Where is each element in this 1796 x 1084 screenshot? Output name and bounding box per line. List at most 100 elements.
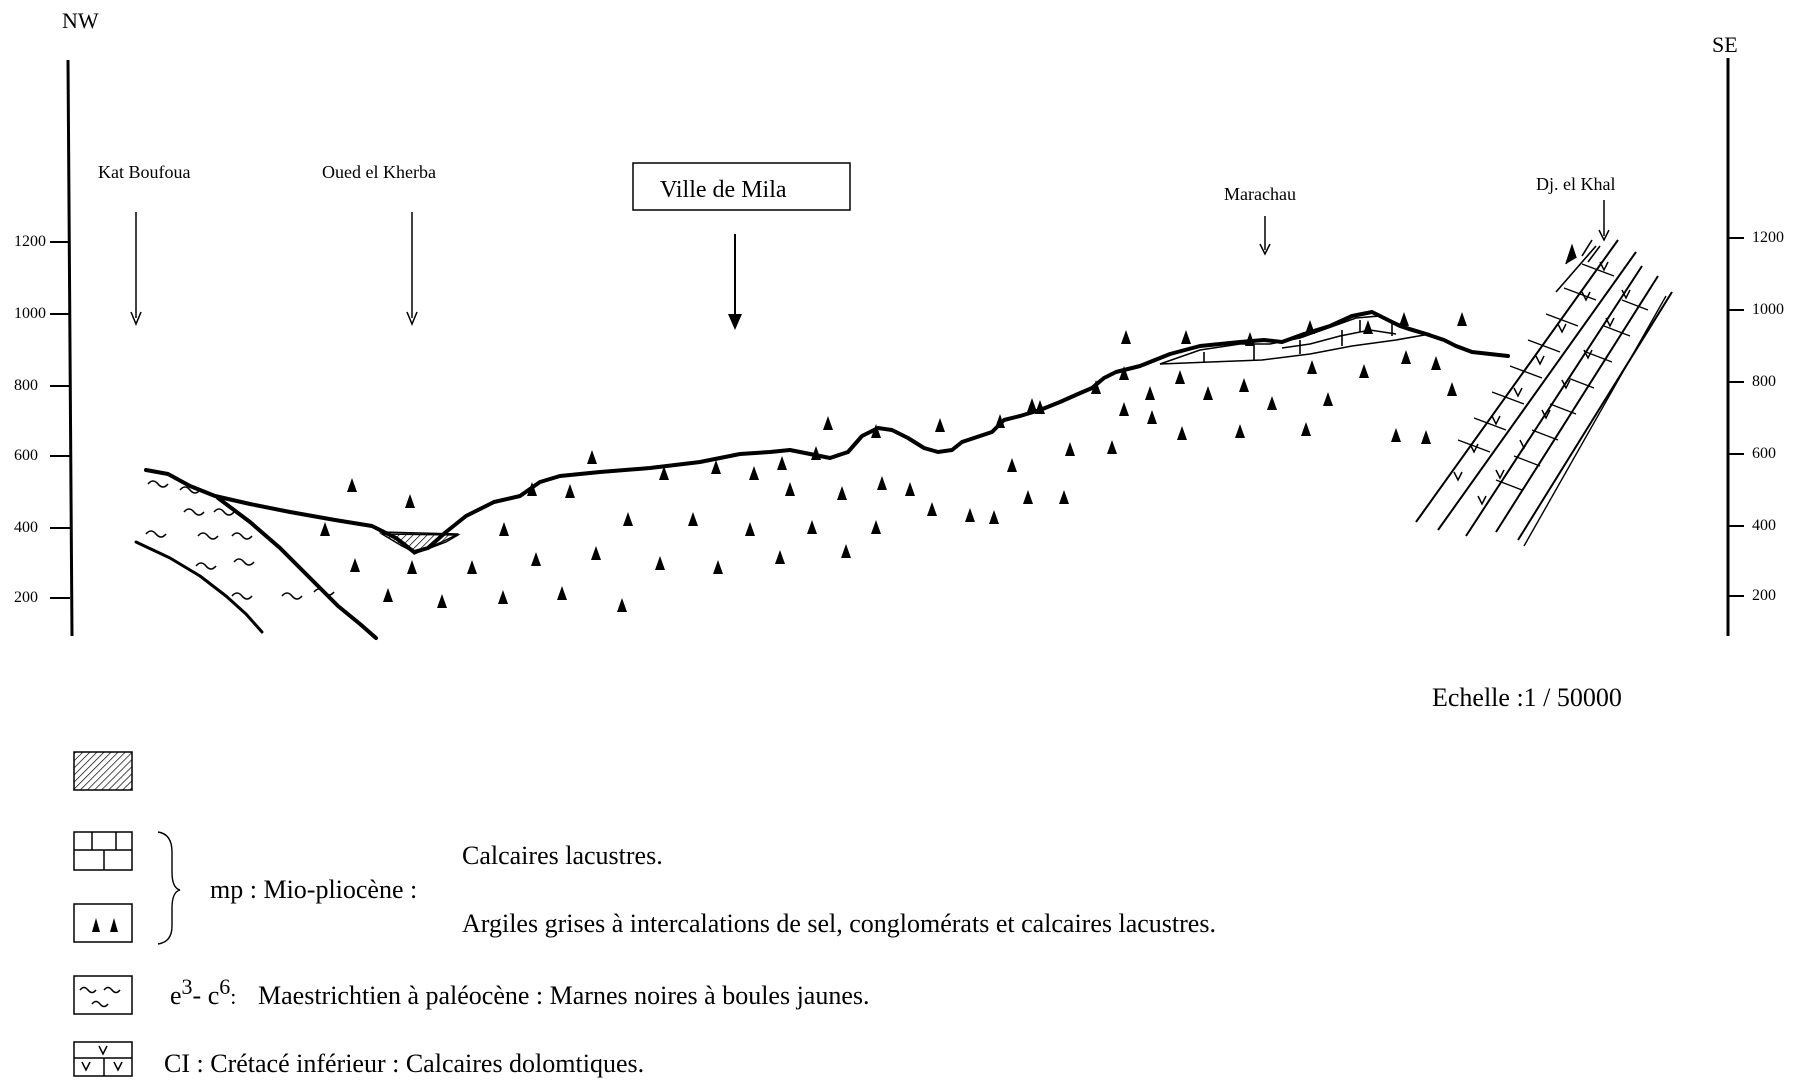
mio-pliocene-mark (1391, 428, 1401, 442)
dolomite-mark (1477, 495, 1487, 506)
left-tick-1200: 1200 (14, 233, 46, 250)
mio-pliocene-mark (498, 590, 508, 604)
label-ville-de-mila: Ville de Mila (660, 177, 787, 203)
dolomite-mark (1541, 409, 1551, 420)
mio-pliocene-mark (1203, 386, 1213, 400)
legend-symbol-lacustrine-limestone (73, 831, 133, 871)
dolomite-mark (1491, 415, 1501, 426)
dolomite-mark (1519, 439, 1529, 450)
mio-pliocene-mark (350, 558, 360, 572)
mio-pliocene-mark (1235, 424, 1245, 438)
nw-label: NW (62, 8, 99, 33)
mio-pliocene-mark (711, 460, 721, 474)
mio-pliocene-mark (1307, 360, 1317, 374)
left-tick-400: 400 (14, 519, 38, 536)
mio-pliocene-mark (1305, 320, 1315, 334)
marl-mark (233, 558, 255, 566)
mio-pliocene-mark (1147, 410, 1157, 424)
mio-pliocene-mark (688, 512, 698, 526)
quaternary-lens (379, 533, 461, 554)
legend-lacustrine-limestone: Calcaires lacustres. (462, 841, 663, 870)
mio-pliocene-mark (1421, 430, 1431, 444)
mio-pliocene-mark (557, 586, 567, 600)
marl-mark (197, 532, 219, 540)
mio-pliocene-mark (1059, 490, 1069, 504)
maestrichtian-marl-marks (145, 480, 335, 600)
mio-pliocene-mark (777, 456, 787, 470)
right-axis-ticks (1728, 237, 1744, 597)
label-dj-el-khal: Dj. el Khal (1536, 174, 1615, 194)
marl-mark (213, 508, 235, 516)
dolomite-mark (1583, 349, 1593, 360)
mio-pliocene-mark (527, 482, 537, 496)
mio-pliocene-mark (405, 494, 415, 508)
mio-pliocene-mark (841, 544, 851, 558)
mio-pliocene-mark (1181, 330, 1191, 344)
mio-pliocene-mark (1177, 426, 1187, 440)
scale-label: Echelle :1 / 50000 (1432, 683, 1622, 712)
legend-marls: Maestrichtien à paléocène : Marnes noire… (258, 981, 870, 1010)
mio-pliocene-mark (1245, 332, 1255, 346)
arrow-ville-de-mila (728, 234, 742, 330)
mio-pliocene-mark (1359, 364, 1369, 378)
mio-pliocene-mark (713, 560, 723, 574)
dolomite-mark (1535, 355, 1545, 366)
right-tick-200: 200 (1752, 587, 1776, 604)
label-marachau: Marachau (1224, 184, 1296, 204)
mio-pliocene-mark (623, 512, 633, 526)
mio-pliocene-mark (1457, 312, 1467, 326)
mio-pliocene-mark (871, 424, 881, 438)
mio-pliocene-mark (467, 560, 477, 574)
right-tick-1000: 1000 (1752, 301, 1784, 318)
dolomite-mark (1561, 379, 1571, 390)
dolomite-mark (1581, 291, 1591, 302)
mio-pliocene-mark (807, 520, 817, 534)
right-tick-600: 600 (1752, 445, 1776, 462)
mio-pliocene-marks (320, 312, 1467, 612)
mio-pliocene-mark (587, 450, 597, 464)
mio-pliocene-mark (1091, 380, 1101, 394)
marl-mark (313, 588, 335, 596)
legend-marls-code: e3- c6: (170, 974, 236, 1010)
dolomite-mark (1513, 387, 1523, 398)
left-tick-800: 800 (14, 377, 38, 394)
left-axis-ticks (50, 241, 70, 599)
mio-pliocene-mark (1065, 442, 1075, 456)
mio-pliocene-mark (1119, 366, 1129, 380)
mio-pliocene-mark (871, 520, 881, 534)
left-axis (66, 59, 74, 637)
mio-pliocene-mark (1239, 378, 1249, 392)
legend-symbol-quaternary (73, 751, 133, 791)
mio-pliocene-mark (437, 594, 447, 608)
mio-pliocene-mark (531, 552, 541, 566)
mio-pliocene-mark (1035, 400, 1045, 414)
mio-pliocene-mark (1323, 392, 1333, 406)
mio-pliocene-mark (927, 502, 937, 516)
mio-pliocene-mark (905, 482, 915, 496)
mio-pliocene-mark (995, 414, 1005, 428)
mio-pliocene-mark (1431, 356, 1441, 370)
legend-symbol-marls (73, 975, 133, 1015)
ville-de-mila-box (632, 162, 851, 211)
fault-marks (1555, 239, 1601, 293)
mio-pliocene-mark (811, 446, 821, 460)
left-tick-200: 200 (14, 589, 38, 606)
mio-pliocene-mark (1119, 402, 1129, 416)
marl-mark (231, 532, 253, 540)
marl-mark (179, 486, 201, 494)
se-label: SE (1712, 32, 1738, 57)
dolomite-mark (1599, 261, 1609, 272)
dolomite-mark (1621, 289, 1631, 300)
dj-el-khal-dolomitic-block (1415, 239, 1673, 547)
mio-pliocene-mark (989, 510, 999, 524)
label-kat-boufoua: Kat Boufoua (98, 162, 190, 182)
dolomite-mark (1605, 317, 1615, 328)
arrow-dj-el-khal (1598, 200, 1610, 242)
mio-pliocene-mark (347, 478, 357, 492)
dj-el-khal-v-marks (1453, 261, 1631, 506)
mio-pliocene-mark (1027, 398, 1037, 412)
dolomite-mark (1557, 323, 1567, 334)
legend-grey-clays: Argiles grises à intercalations de sel, … (462, 909, 1216, 938)
mio-pliocene-mark (1023, 490, 1033, 504)
